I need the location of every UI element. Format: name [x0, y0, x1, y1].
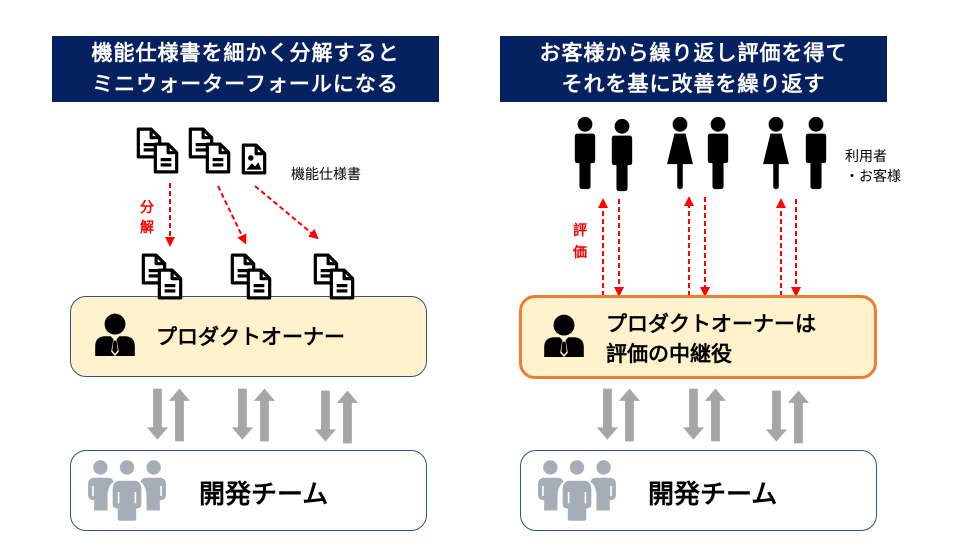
evaluation-label-1: 評 — [573, 223, 587, 239]
updown-arrows-icon — [596, 387, 640, 443]
product-owner-label: プロダクトオーナー — [156, 325, 345, 349]
product-owner-relay-box — [519, 295, 877, 379]
spec-label: 機能仕様書 — [291, 167, 361, 183]
left-title-banner: 機能仕様書を細かく分解すると ミニウォーターフォールになる — [52, 36, 439, 102]
decompose-label-2: 解 — [140, 220, 154, 236]
users-label-line-1: 利用者 — [845, 149, 887, 165]
decompose-arrow-2 — [217, 185, 247, 245]
team-icon — [536, 459, 618, 521]
left-title-line-1: 機能仕様書を細かく分解すると — [91, 41, 400, 65]
updown-arrows-icon — [682, 387, 726, 443]
dev-team-label: 開発チーム — [648, 480, 778, 510]
product-owner-relay-line-2: 評価の中継役 — [606, 342, 732, 366]
updown-arrows-icon — [765, 389, 809, 445]
users-label-line-2: ・お客様 — [845, 169, 901, 185]
right-title-line-1: お客様から繰り返し評価を得て — [539, 41, 848, 65]
businessman-icon — [542, 313, 586, 357]
product-owner-relay-line-1: プロダクトオーナーは — [606, 312, 816, 336]
dev-team-label: 開発チーム — [199, 480, 329, 510]
evaluation-label-2: 価 — [573, 245, 587, 261]
decompose-arrow-3 — [254, 185, 319, 240]
decompose-label-1: 分 — [140, 200, 154, 216]
right-title-banner: お客様から繰り返し評価を得て それを基に改善を繰り返す — [500, 36, 887, 102]
product-owner-box — [70, 296, 427, 377]
left-title-line-2: ミニウォーターフォールになる — [92, 72, 399, 96]
right-title-line-2: それを基に改善を繰り返す — [561, 72, 826, 96]
